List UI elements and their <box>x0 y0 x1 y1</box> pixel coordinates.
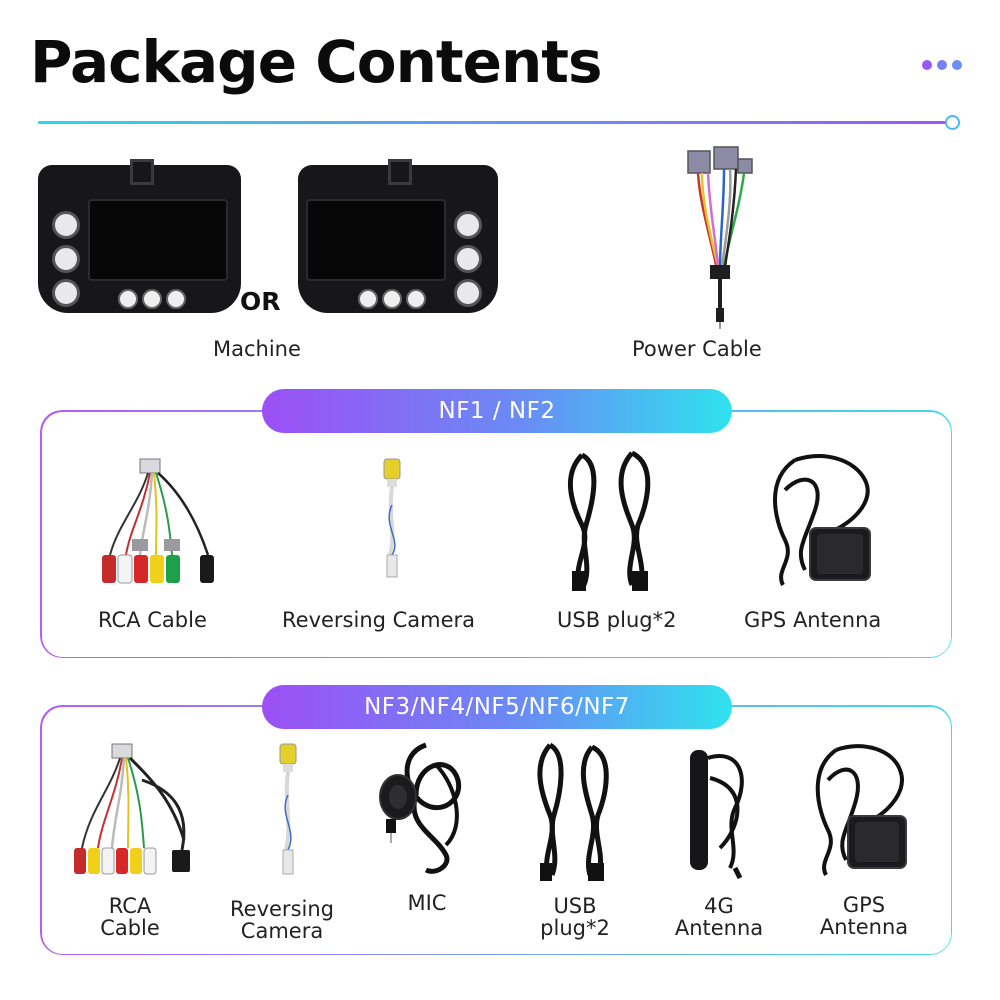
label-line: Antenna <box>674 916 764 940</box>
label-line: MIC <box>407 891 447 915</box>
label-line: Cable <box>100 916 160 940</box>
reversing-camera-label: Reversing Camera <box>224 898 340 942</box>
microphone-icon <box>379 742 462 874</box>
gps-antenna-label: GPS Antenna <box>744 608 882 632</box>
label-line: Antenna <box>819 915 909 939</box>
gps-antenna-label: GPS Antenna <box>814 894 914 938</box>
label-line: Camera <box>240 919 324 943</box>
divider-end-circle <box>945 115 960 130</box>
power-cable-label: Power Cable <box>632 337 762 361</box>
nf12-badge: NF1 / NF2 <box>262 389 732 433</box>
decorative-dots <box>922 60 962 70</box>
label-line: USB <box>553 894 597 918</box>
usb-plug-icon <box>537 742 609 881</box>
4g-antenna-icon <box>690 750 744 880</box>
rca-cable-icon <box>74 743 190 875</box>
rca-cable-label: RCA Cable <box>98 608 207 632</box>
gps-antenna-icon <box>773 454 871 586</box>
usb-plug-icon <box>567 450 651 591</box>
dot <box>922 60 932 70</box>
reversing-camera-cable-icon <box>279 743 297 875</box>
usb-plug-label: USB plug*2 <box>557 608 677 632</box>
nf12-panel <box>40 410 952 658</box>
or-text: OR <box>240 287 281 316</box>
head-unit-image-left <box>38 159 241 313</box>
label-line: 4G <box>704 894 734 918</box>
page-title: Package Contents <box>30 28 603 96</box>
reversing-camera-cable-icon <box>383 458 401 578</box>
power-cable-icon <box>687 146 753 329</box>
dot <box>937 60 947 70</box>
label-line: plug*2 <box>540 916 610 940</box>
rca-cable-label: RCA Cable <box>96 895 164 939</box>
reversing-camera-label: Reversing Camera <box>282 608 476 632</box>
nf3to7-badge: NF3/NF4/NF5/NF6/NF7 <box>262 685 732 729</box>
machine-label: Machine <box>213 337 301 361</box>
4g-antenna-label: 4G Antenna <box>668 895 770 939</box>
dot <box>952 60 962 70</box>
gps-antenna-icon <box>815 744 907 876</box>
header-divider <box>38 121 950 124</box>
label-line: RCA <box>108 894 152 918</box>
rca-cable-icon <box>102 458 214 584</box>
mic-label: MIC <box>402 892 452 914</box>
head-unit-image-right <box>298 159 498 313</box>
label-line: Reversing <box>230 897 334 921</box>
label-line: GPS <box>842 893 886 917</box>
usb-plug-label: USB plug*2 <box>534 895 616 939</box>
nf3to7-panel <box>40 705 952 955</box>
